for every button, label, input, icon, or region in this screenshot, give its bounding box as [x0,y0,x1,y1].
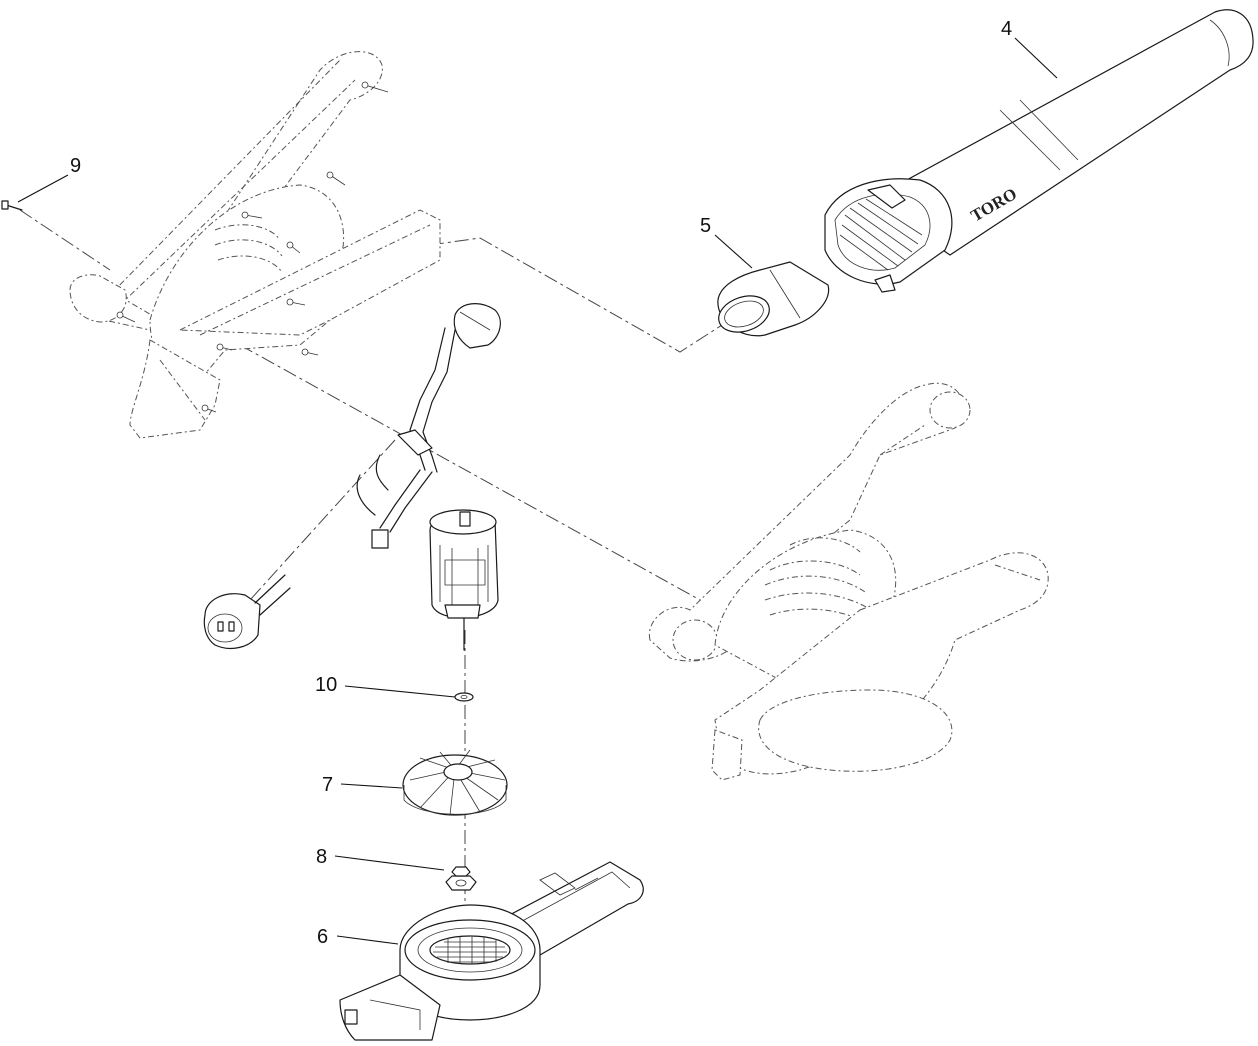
callout-leaders [17,37,1058,945]
base-housing-part-6 [339,861,644,1041]
fan-impeller-part-7 [402,749,508,816]
alignment-lines [19,209,801,1000]
callout-5: 5 [700,215,711,237]
callout-4: 4 [1001,18,1012,40]
motor [429,509,499,651]
callout-labels: 4 5 9 10 7 8 6 [70,18,1012,948]
blower-tube-part-4: TORO [824,9,1254,293]
nut-part-8 [445,866,477,891]
callout-8: 8 [316,846,327,868]
callout-10: 10 [315,674,337,696]
washer-part-10 [454,692,474,702]
assembled-blower [648,382,1049,781]
housing-left-half [69,51,441,439]
cord-plug [203,574,291,649]
switch-harness [356,303,501,549]
callout-6: 6 [317,926,328,948]
adapter-sleeve-part-5 [717,261,830,337]
screw-part-9 [1,200,23,211]
callout-7: 7 [322,774,333,796]
callout-9: 9 [70,155,81,177]
